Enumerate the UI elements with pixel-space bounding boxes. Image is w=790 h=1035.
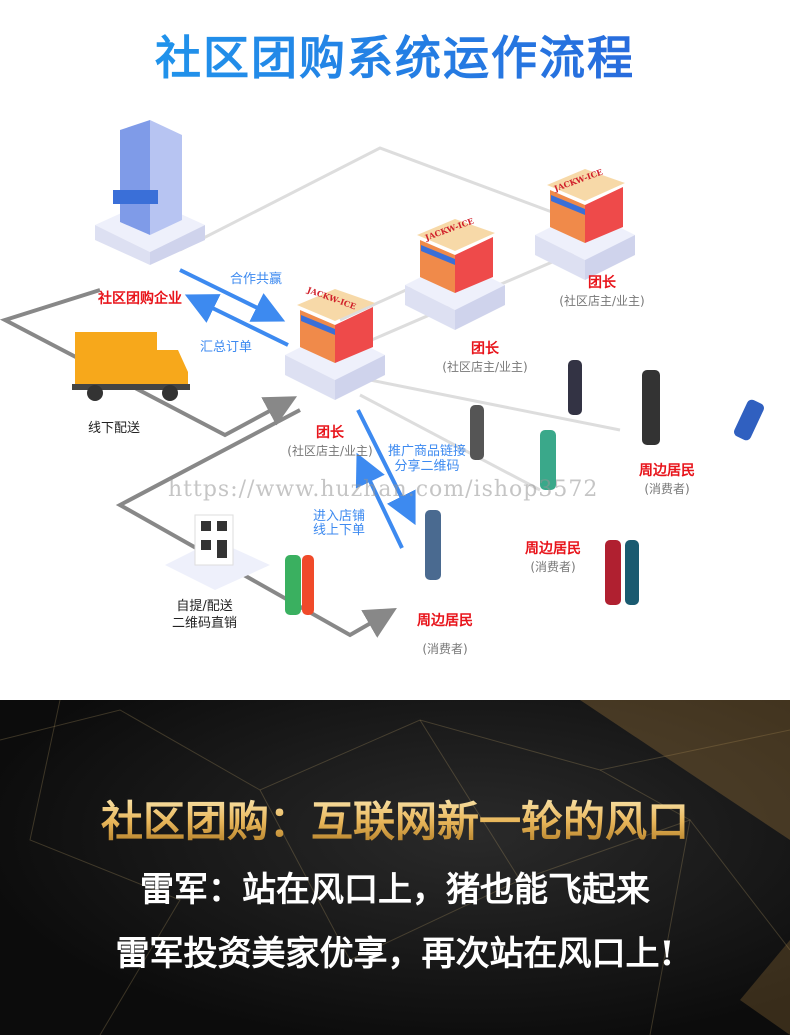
qrcode-line: 二维码直销 bbox=[172, 616, 238, 631]
store-icon bbox=[405, 219, 505, 330]
store-icon bbox=[535, 169, 635, 280]
network-background bbox=[0, 700, 790, 1035]
resident-2: 周边居民 (消费者) bbox=[503, 538, 603, 575]
banner-headline: 社区团购：互联网新一轮的风口 bbox=[0, 788, 790, 849]
leader-main: 团长 (社区店主/业主) bbox=[280, 422, 380, 459]
promote-label: 推广商品链接 分享二维码 bbox=[388, 444, 466, 474]
leader-role: (社区店主/业主) bbox=[442, 360, 528, 374]
order-label: 进入店铺 线上下单 bbox=[313, 510, 365, 538]
order-line: 进入店铺 bbox=[313, 509, 366, 524]
summary-label: 汇总订单 bbox=[200, 340, 253, 355]
resident-1: 周边居民 (消费者) bbox=[395, 610, 495, 657]
resident-name: 周边居民 bbox=[639, 463, 695, 479]
flow-lines bbox=[0, 120, 764, 638]
promote-line: 推广商品链接 bbox=[388, 444, 467, 459]
resident-role: (消费者) bbox=[530, 560, 576, 574]
enterprise-building-icon bbox=[95, 120, 205, 265]
store-icon bbox=[285, 289, 385, 400]
resident-name: 周边居民 bbox=[417, 613, 473, 629]
watermark: https://www.huzhan.com/ishop3572 bbox=[168, 477, 599, 502]
page-title: 社区团购系统运作流程 bbox=[0, 22, 790, 88]
slogan-banner: 社区团购：互联网新一轮的风口 雷军：站在风口上，猪也能飞起来 雷军投资美家优享，… bbox=[0, 700, 790, 1035]
qrcode-icon bbox=[165, 514, 270, 590]
promote-arrow bbox=[356, 409, 416, 526]
leader-3: 团长 (社区店主/业主) bbox=[552, 272, 652, 309]
delivery-truck-icon bbox=[72, 332, 190, 401]
banner-line-1: 雷军：站在风口上，猪也能飞起来 bbox=[140, 870, 650, 910]
leader-2: 团长 (社区店主/业主) bbox=[435, 338, 535, 375]
leader-name: 团长 bbox=[316, 425, 344, 441]
order-line: 线上下单 bbox=[313, 523, 366, 538]
qrcode-line: 自提/配送 bbox=[176, 599, 233, 614]
resident-name: 周边居民 bbox=[525, 541, 581, 557]
residents-illustration bbox=[285, 360, 764, 615]
leader-role: (社区店主/业主) bbox=[559, 294, 645, 308]
cooperate-label: 合作共赢 bbox=[230, 272, 283, 287]
leader-name: 团长 bbox=[588, 275, 616, 291]
leader-role: (社区店主/业主) bbox=[287, 444, 373, 458]
qrcode-label: 自提/配送 二维码直销 bbox=[172, 598, 237, 632]
promote-line: 分享二维码 bbox=[394, 459, 460, 474]
cooperate-arrow bbox=[179, 268, 286, 322]
order-arrow bbox=[355, 452, 404, 549]
delivery-label: 线下配送 bbox=[88, 421, 141, 436]
enterprise-label: 社区团购企业 bbox=[98, 291, 182, 307]
resident-3: 周边居民 (消费者) bbox=[617, 460, 717, 497]
leader-name: 团长 bbox=[471, 341, 499, 357]
resident-role: (消费者) bbox=[422, 642, 468, 656]
banner-line-2: 雷军投资美家优享，再次站在风口上! bbox=[115, 934, 675, 974]
summary-arrow bbox=[184, 294, 289, 347]
resident-role: (消费者) bbox=[644, 482, 690, 496]
